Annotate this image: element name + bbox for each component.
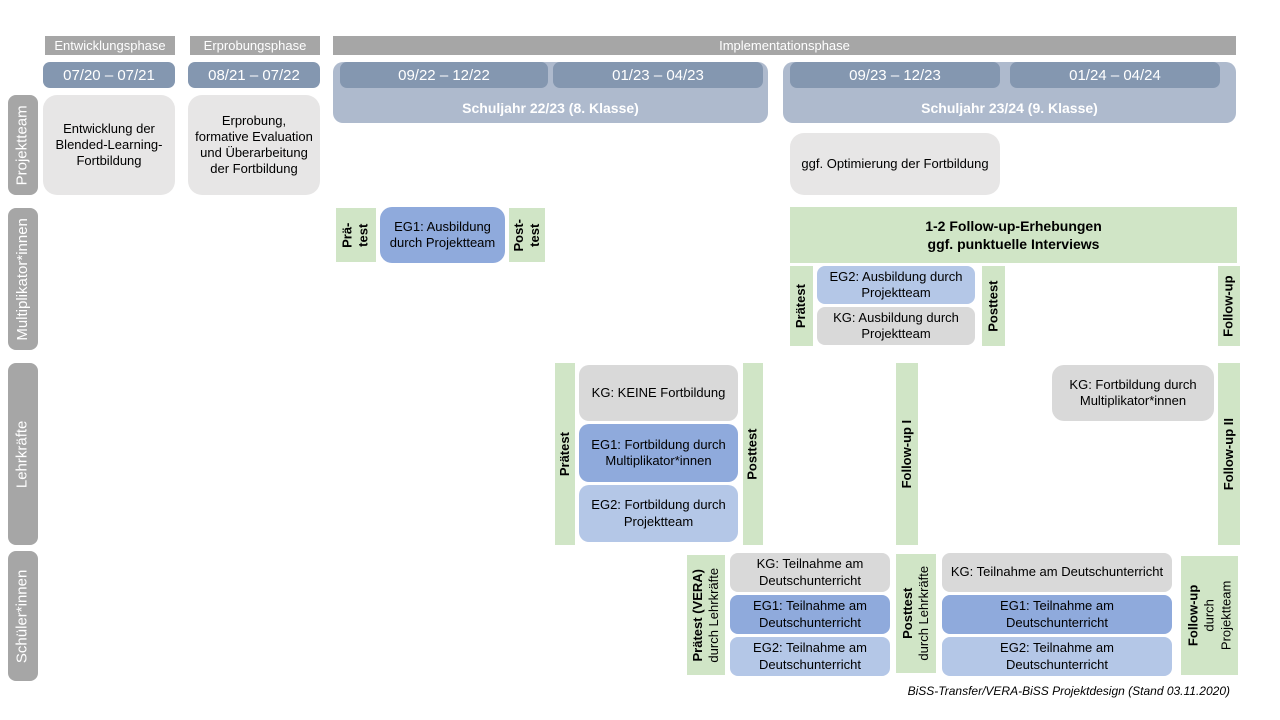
banner-followup-erhebungen: 1-2 Follow-up-Erhebungen ggf. punktuelle… xyxy=(790,207,1237,263)
row-label-lehrkraefte: Lehrkräfte xyxy=(8,363,38,545)
row-label-multiplikatoren-text: Multiplikator*innen xyxy=(13,217,31,341)
box-eg1-teilnahme-1: EG1: Teilnahme am Deutschunterricht xyxy=(730,595,890,634)
schueler-followup-sub1: durch xyxy=(1201,599,1217,632)
banner-line1: 1-2 Follow-up-Erhebungen xyxy=(925,217,1102,234)
box-erprobung-evaluation: Erprobung, formative Evaluation und Über… xyxy=(188,95,320,195)
lehrkraefte-praetest-text: Prätest xyxy=(556,431,572,477)
box-eg2-ausbildung-projektteam: EG2: Ausbildung durch Projektteam xyxy=(817,266,975,304)
praetest-line1: Prä- xyxy=(339,222,355,248)
bar-multiplikatoren-followup: Follow-up xyxy=(1218,266,1240,346)
bar-schueler-praetest-vera: Prätest (VERA) durch Lehrkräfte xyxy=(687,555,725,675)
praetest2-text: Prätest xyxy=(793,283,809,329)
bar-multiplikatoren-posttest: Post- test xyxy=(509,208,545,262)
box-optimierung-fortbildung: ggf. Optimierung der Fortbildung xyxy=(790,133,1000,195)
box-eg2-teilnahme-2: EG2: Teilnahme am Deutschunterricht xyxy=(942,637,1172,676)
date-bar-0922-1222: 09/22 – 12/22 xyxy=(340,62,548,88)
posttest-line1: Post- xyxy=(510,218,526,252)
phase-bar-implementationsphase: Implementationsphase xyxy=(333,36,1236,55)
bar-lehrkraefte-posttest: Posttest xyxy=(743,363,763,545)
date-bar-0720-0721: 07/20 – 07/21 xyxy=(43,62,175,88)
row-label-schueler: Schüler*innen xyxy=(8,551,38,681)
box-entwicklung-blended-learning: Entwicklung der Blended-Learning-Fortbil… xyxy=(43,95,175,195)
date-bar-0821-0722: 08/21 – 07/22 xyxy=(188,62,320,88)
schueler-praetest-bold: Prätest (VERA) xyxy=(689,568,705,662)
box-kg-teilnahme-2: KG: Teilnahme am Deutschunterricht xyxy=(942,553,1172,592)
phase-bar-erprobungsphase: Erprobungsphase xyxy=(190,36,320,55)
praetest-line2: test xyxy=(355,223,371,247)
schueler-followup-bold: Follow-up xyxy=(1185,584,1201,647)
box-eg1-ausbildung-projektteam: EG1: Ausbildung durch Projektteam xyxy=(380,207,505,263)
schueler-posttest-bold: Posttest xyxy=(899,587,915,640)
posttest-line2: test xyxy=(527,223,542,247)
phase-bar-entwicklungsphase: Entwicklungsphase xyxy=(45,36,175,55)
row-label-multiplikatoren: Multiplikator*innen xyxy=(8,208,38,350)
row-label-projektteam: Projektteam xyxy=(8,95,38,195)
box-eg2-fortbildung-projektteam: EG2: Fortbildung durch Projektteam xyxy=(579,485,738,542)
multiplikatoren-followup-text: Follow-up xyxy=(1220,275,1236,337)
box-kg-keine-fortbildung: KG: KEINE Fortbildung xyxy=(579,365,738,421)
bar-schueler-followup: Follow-up durch Projektteam xyxy=(1181,556,1238,675)
lehrkraefte-followup1-text: Follow-up I xyxy=(898,419,914,489)
schueler-followup-sub2: Projektteam xyxy=(1217,580,1233,651)
row-label-projektteam-text: Projektteam xyxy=(13,104,31,186)
date-bar-0123-0423: 01/23 – 04/23 xyxy=(553,62,763,88)
bar-lehrkraefte-followup1: Follow-up I xyxy=(896,363,918,545)
box-eg1-teilnahme-2: EG1: Teilnahme am Deutschunterricht xyxy=(942,595,1172,634)
posttest2-text: Posttest xyxy=(985,280,1001,332)
bar-schueler-posttest: Posttest durch Lehrkräfte xyxy=(896,554,936,673)
bar-multiplikatoren-posttest2: Posttest xyxy=(982,266,1005,346)
banner-line2: ggf. punktuelle Interviews xyxy=(927,236,1100,252)
box-kg-fortbildung-multiplikatoren: KG: Fortbildung durch Multiplikator*inne… xyxy=(1052,365,1214,421)
date-bar-0124-0424: 01/24 – 04/24 xyxy=(1010,62,1220,88)
lehrkraefte-posttest-text: Posttest xyxy=(744,428,760,480)
box-eg2-teilnahme-1: EG2: Teilnahme am Deutschunterricht xyxy=(730,637,890,676)
schueler-praetest-sub: durch Lehrkräfte xyxy=(706,567,722,663)
box-kg-teilnahme-1: KG: Teilnahme am Deutschunterricht xyxy=(730,553,890,592)
schueler-posttest-sub: durch Lehrkräfte xyxy=(916,566,932,661)
bar-multiplikatoren-praetest2: Prätest xyxy=(790,266,813,346)
bar-multiplikatoren-praetest: Prä- test xyxy=(336,208,376,262)
row-label-schueler-text: Schüler*innen xyxy=(13,569,31,663)
bar-lehrkraefte-praetest: Prätest xyxy=(555,363,575,545)
box-eg1-fortbildung-multiplikatoren: EG1: Fortbildung durch Multiplikator*inn… xyxy=(579,424,738,482)
footer-caption: BiSS-Transfer/VERA-BiSS Projektdesign (S… xyxy=(907,684,1230,698)
lehrkraefte-followup2-text: Follow-up II xyxy=(1220,417,1236,491)
bar-lehrkraefte-followup2: Follow-up II xyxy=(1218,363,1240,545)
row-label-lehrkraefte-text: Lehrkräfte xyxy=(13,420,31,488)
box-kg-ausbildung-projektteam: KG: Ausbildung durch Projektteam xyxy=(817,307,975,345)
date-bar-0923-1223: 09/23 – 12/23 xyxy=(790,62,1000,88)
